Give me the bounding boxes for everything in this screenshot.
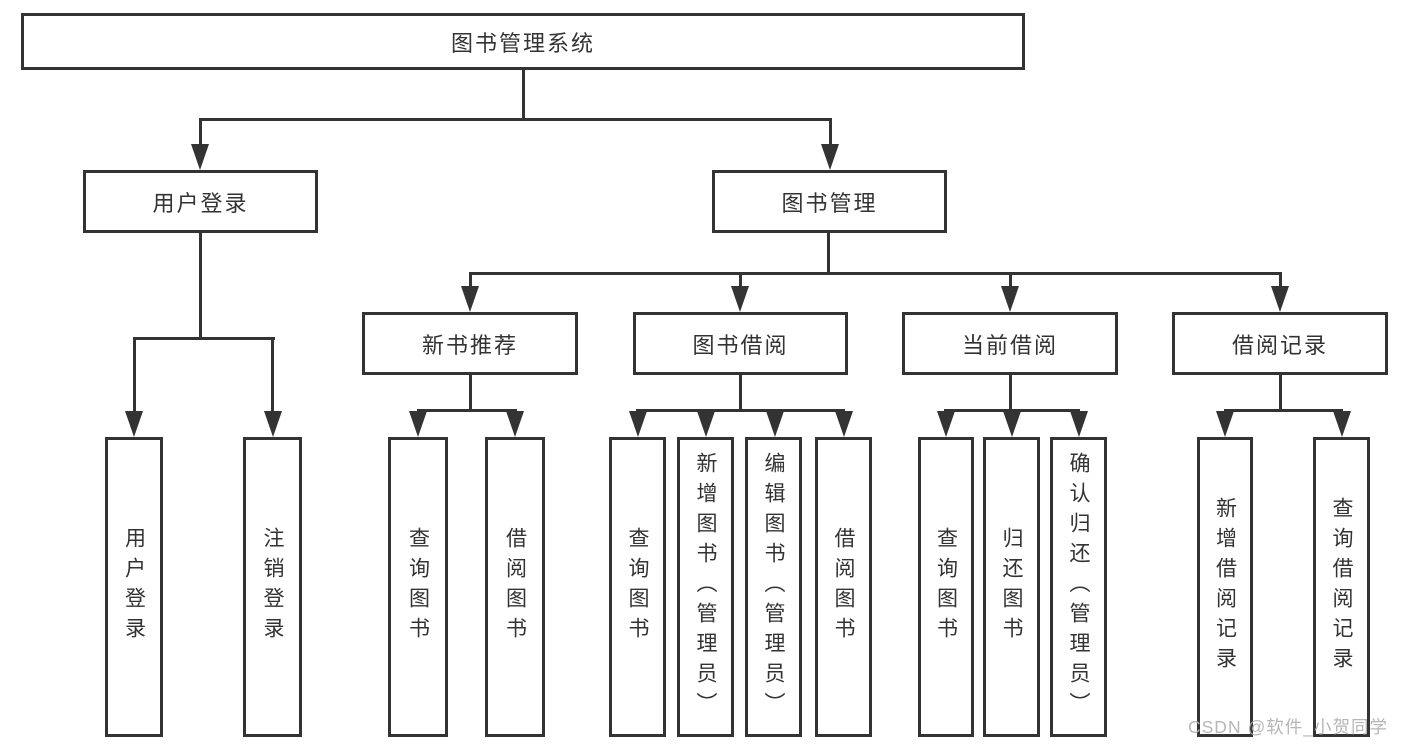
connector-current-borrow-stem bbox=[1008, 375, 1012, 411]
node-book-mgmt-label: 图书管理 bbox=[781, 190, 878, 216]
leaf-bb-query-book-label: 查询图书 bbox=[626, 527, 649, 647]
node-borrow-record-label: 借阅记录 bbox=[1231, 332, 1328, 358]
node-book-borrow-label: 图书借阅 bbox=[692, 332, 789, 358]
arrow-down-icon bbox=[937, 411, 955, 437]
leaf-rec-borrow-book: 借阅图书 bbox=[485, 437, 545, 737]
connector-root-stem bbox=[521, 70, 525, 120]
watermark: CSDN @软件_小贺同学 bbox=[1188, 717, 1388, 737]
leaf-rec-query-book-label: 查询图书 bbox=[406, 527, 430, 647]
connector-root-branch bbox=[198, 118, 832, 121]
connector-shaft bbox=[1008, 272, 1012, 288]
node-root-label: 图书管理系统 bbox=[450, 30, 595, 56]
leaf-bb-edit-book: 编辑图书（管理员） bbox=[745, 437, 802, 737]
arrow-down-icon bbox=[1332, 411, 1351, 437]
connector-book-borrow-stem bbox=[738, 375, 742, 411]
arrow-down-icon bbox=[263, 411, 282, 437]
arrow-down-icon bbox=[1069, 411, 1088, 437]
leaf-rec-borrow-book-label: 借阅图书 bbox=[503, 527, 527, 647]
node-book-mgmt: 图书管理 bbox=[712, 170, 947, 233]
connector-current-borrow-branch bbox=[943, 409, 1080, 412]
leaf-cb-confirm-return-label: 确认归还（管理员） bbox=[1067, 452, 1090, 722]
leaf-br-query-record: 查询借阅记录 bbox=[1313, 437, 1370, 737]
connector-shaft bbox=[828, 118, 832, 148]
connector-shaft bbox=[198, 118, 202, 148]
leaf-br-query-record-label: 查询借阅记录 bbox=[1330, 497, 1353, 677]
leaf-bb-borrow-book: 借阅图书 bbox=[815, 437, 872, 737]
arrow-down-icon bbox=[191, 144, 209, 170]
connector-shaft bbox=[271, 337, 274, 415]
leaf-logout-label: 注销登录 bbox=[261, 527, 284, 647]
connector-borrow-record-stem bbox=[1278, 375, 1282, 411]
leaf-user-login-label: 用户登录 bbox=[122, 527, 146, 647]
arrow-down-icon bbox=[506, 411, 524, 437]
connector-shaft bbox=[1278, 272, 1282, 288]
arrow-down-icon bbox=[461, 286, 479, 312]
arrow-down-icon bbox=[766, 411, 784, 437]
leaf-cb-return-book: 归还图书 bbox=[983, 437, 1040, 737]
leaf-br-add-record-label: 新增借阅记录 bbox=[1213, 497, 1237, 677]
arrow-down-icon bbox=[125, 411, 143, 437]
node-current-borrow: 当前借阅 bbox=[902, 312, 1118, 375]
arrow-down-icon bbox=[1216, 411, 1234, 437]
node-root: 图书管理系统 bbox=[21, 13, 1025, 70]
leaf-cb-query-book-label: 查询图书 bbox=[934, 527, 958, 647]
connector-user-login-branch bbox=[132, 337, 275, 340]
connector-new-book-rec-branch bbox=[416, 409, 517, 412]
connector-shaft bbox=[738, 272, 742, 288]
leaf-user-login: 用户登录 bbox=[105, 437, 163, 737]
connector-user-login-stem bbox=[198, 233, 202, 340]
arrow-down-icon bbox=[834, 411, 853, 437]
leaf-logout: 注销登录 bbox=[243, 437, 302, 737]
arrow-down-icon bbox=[697, 411, 715, 437]
connector-shaft bbox=[132, 337, 136, 415]
node-new-book-rec: 新书推荐 bbox=[362, 312, 578, 375]
node-user-login-label: 用户登录 bbox=[152, 190, 249, 216]
connector-new-book-rec-stem bbox=[468, 375, 472, 411]
node-user-login: 用户登录 bbox=[83, 170, 318, 233]
arrow-down-icon bbox=[409, 411, 427, 437]
connector-shaft bbox=[468, 272, 472, 288]
connector-book-mgmt-branch bbox=[468, 272, 1282, 275]
arrow-down-icon bbox=[1002, 411, 1021, 437]
leaf-rec-query-book: 查询图书 bbox=[388, 437, 448, 737]
leaf-bb-query-book: 查询图书 bbox=[609, 437, 666, 737]
node-borrow-record: 借阅记录 bbox=[1172, 312, 1388, 375]
leaf-bb-add-book-label: 新增图书（管理员） bbox=[694, 452, 717, 722]
node-book-borrow: 图书借阅 bbox=[633, 312, 848, 375]
arrow-down-icon bbox=[1271, 286, 1289, 312]
leaf-bb-borrow-book-label: 借阅图书 bbox=[832, 527, 855, 647]
connector-book-mgmt-stem bbox=[826, 232, 830, 274]
leaf-bb-edit-book-label: 编辑图书（管理员） bbox=[762, 452, 785, 722]
connector-borrow-record-branch bbox=[1223, 409, 1343, 412]
leaf-cb-return-book-label: 归还图书 bbox=[1000, 527, 1023, 647]
leaf-cb-confirm-return: 确认归还（管理员） bbox=[1050, 437, 1107, 737]
leaf-br-add-record: 新增借阅记录 bbox=[1197, 437, 1253, 737]
leaf-bb-add-book: 新增图书（管理员） bbox=[677, 437, 734, 737]
arrow-down-icon bbox=[1001, 286, 1019, 312]
leaf-cb-query-book: 查询图书 bbox=[918, 437, 974, 737]
node-new-book-rec-label: 新书推荐 bbox=[421, 332, 518, 358]
node-current-borrow-label: 当前借阅 bbox=[961, 332, 1058, 358]
connector-book-borrow-branch bbox=[635, 409, 845, 412]
arrow-down-icon bbox=[821, 144, 839, 170]
arrow-down-icon bbox=[731, 286, 749, 312]
arrow-down-icon bbox=[628, 411, 647, 437]
